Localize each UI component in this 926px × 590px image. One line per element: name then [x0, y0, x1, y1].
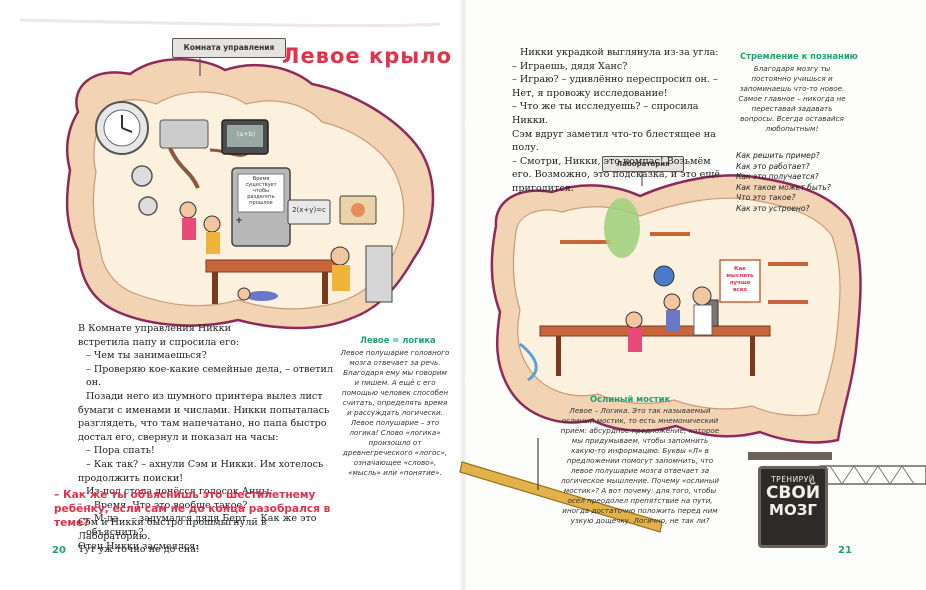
formula-text: 2(x+y)=c	[292, 206, 326, 214]
question-item: Как это работает?	[736, 161, 810, 171]
bridge-box-text: Левое – Логика. Это так называемый ослин…	[560, 406, 720, 525]
quote-text: – Как же ты объяснишь это шестилетнему р…	[54, 489, 331, 529]
character-girl	[179, 201, 197, 240]
right-story-text: Никки украдкой выглянула из-за угла: – И…	[512, 47, 720, 194]
question-item: Как такое может быть?	[736, 182, 831, 192]
character-girl-lab	[625, 311, 643, 352]
monitor-text: (a+b)	[236, 130, 256, 138]
lab-shelf-1	[560, 240, 610, 244]
board-text: Как мыслить лучше всех	[726, 266, 754, 293]
page-number-right: 21	[838, 545, 852, 556]
formula-screen	[287, 199, 331, 225]
lab-shelf-4	[768, 300, 808, 304]
page-gutter	[460, 0, 466, 590]
bridge-box-title: Ослиный мостик	[590, 394, 671, 404]
question-item: Как решить пример?	[736, 151, 820, 160]
water-pipe	[519, 342, 538, 382]
control-panel	[159, 119, 209, 149]
character-lying-child	[237, 287, 278, 301]
lab-board	[719, 259, 761, 303]
page-title: Левое крыло	[282, 44, 453, 68]
globe	[653, 265, 675, 287]
green-cloud	[604, 198, 640, 258]
lab-shelf-2	[650, 232, 690, 236]
top-brush-stroke	[19, 18, 441, 28]
logic-box-text: Левое полушарие головного мозга отвечает…	[340, 348, 450, 477]
gauge-dial-1	[131, 165, 153, 187]
lab-table	[539, 325, 771, 337]
page-number-left: 20	[52, 545, 66, 556]
control-desk	[205, 259, 337, 273]
laboratory-illustration	[490, 174, 862, 444]
character-father	[330, 246, 350, 291]
control-room-sign: Комната управления	[172, 38, 286, 58]
plus-sign: +	[235, 216, 243, 226]
left-story-ending: Сэм и Никки быстро прошмыгнули в Лаборат…	[78, 517, 267, 556]
question-item: Как это устроено?	[736, 203, 810, 213]
printer-doc-text: Время существует чтобы разделять прошлое	[245, 176, 277, 206]
character-boy	[203, 215, 221, 254]
aspiration-box-text: Благодаря мозгу ты постоянно учишься и з…	[738, 64, 846, 133]
character-uncle-hans	[692, 286, 713, 336]
question-item: Как это получается?	[736, 172, 819, 182]
aspiration-box-title: Стремление к познанию	[740, 51, 858, 61]
lab-shelf-3	[768, 262, 808, 266]
gauge-dial-2	[138, 196, 158, 216]
questions-list: Как решить пример? Как это работает? Как…	[736, 151, 831, 215]
donkey-bridge-plank	[459, 438, 663, 533]
lab-sign: Лаборатория	[602, 156, 684, 172]
train-brain-sign: ТРЕНИРУЙ СВОЙ МОЗГ	[758, 466, 828, 548]
keyboard-console	[365, 245, 393, 303]
control-room-illustration	[65, 58, 435, 330]
logic-box-title: Левое = логика	[360, 335, 436, 345]
character-boy-lab	[663, 293, 681, 332]
question-item: Что это такое?	[736, 193, 796, 203]
left-story-text: В Комнате управления Никки встретила пап…	[78, 323, 333, 552]
